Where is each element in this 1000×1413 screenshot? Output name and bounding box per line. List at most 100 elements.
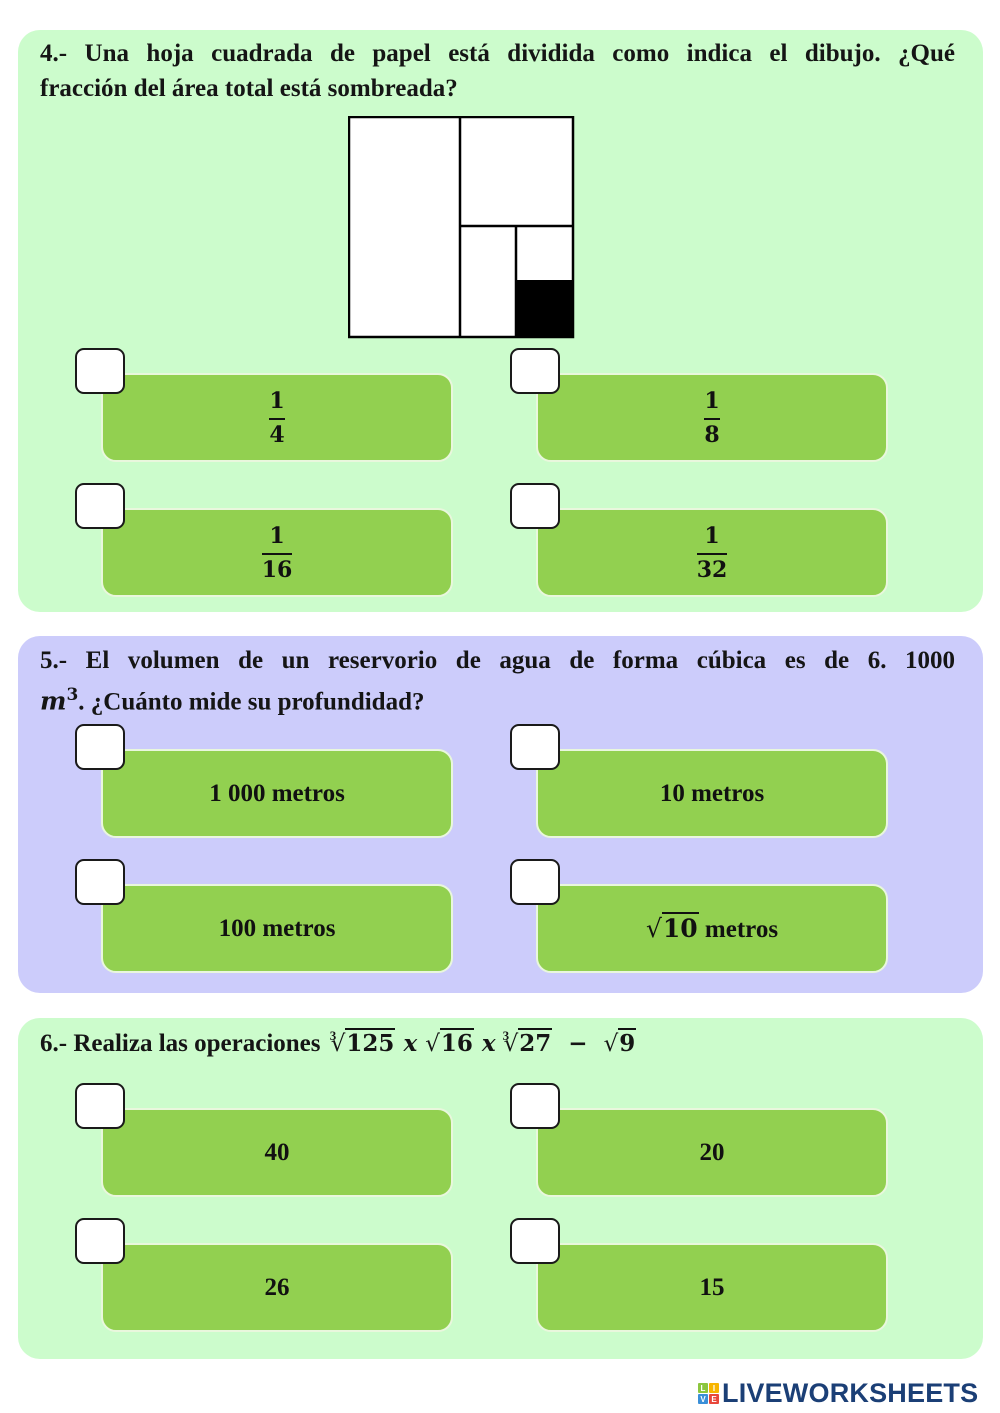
question-number: 4.- (40, 40, 68, 67)
question-number: 5.- (40, 647, 68, 674)
radical-icon: √ (645, 913, 662, 943)
numerator: 1 (269, 387, 285, 414)
liveworksheets-logo: L I V E LIVEWORKSHEETS (698, 1378, 978, 1409)
option-q5-d[interactable]: √10 metros (510, 859, 888, 973)
question-5-text: 5.- El volumen de un reservorio de agua … (40, 643, 955, 719)
fraction: 1 32 (696, 522, 728, 583)
question-4-text: 4.- Una hoja cuadrada de papel está divi… (40, 36, 955, 106)
option-label: √10 metros (645, 911, 779, 944)
square-root: √16 (425, 1026, 474, 1062)
question-line-1: El volumen de un reservorio de agua de f… (85, 647, 956, 674)
option-card[interactable]: 26 (101, 1243, 453, 1332)
answer-checkbox[interactable] (75, 1218, 125, 1264)
answer-checkbox[interactable] (510, 348, 560, 394)
denominator: 4 (269, 421, 285, 448)
square-root: √9 (604, 1026, 637, 1062)
radical-icon: √ (503, 1031, 519, 1057)
operator: x (403, 1030, 418, 1057)
answer-checkbox[interactable] (75, 1083, 125, 1129)
option-card[interactable]: 1 16 (101, 508, 453, 597)
logo-text: LIVEWORKSHEETS (722, 1378, 979, 1408)
radicand: 125 (345, 1028, 396, 1057)
question-line-2: m3. ¿Cuánto mide su profundidad? (40, 678, 955, 719)
question-line-2: fracción del área total está sombreada? (40, 75, 458, 102)
answer-checkbox[interactable] (510, 724, 560, 770)
option-q5-a[interactable]: 1 000 metros (75, 724, 453, 838)
option-label: 15 (699, 1273, 725, 1301)
question-line-2-text: . ¿Cuánto mide su profundidad? (78, 688, 425, 716)
question-6-text: 6.- Realiza las operaciones 3√125 x √16 … (40, 1026, 955, 1062)
question-line-1: Una hoja cuadrada de papel está dividida… (84, 40, 956, 67)
cube-root: 3√27 (503, 1026, 553, 1062)
option-card[interactable]: 1 8 (536, 373, 888, 462)
option-label: 100 metros (218, 914, 336, 942)
answer-checkbox[interactable] (75, 859, 125, 905)
numerator: 1 (704, 522, 720, 549)
option-q4-a[interactable]: 1 4 (75, 348, 453, 462)
option-q6-b[interactable]: 20 (510, 1083, 888, 1197)
expression: 3√125 x √16 x 3√27 − √9 (327, 1028, 637, 1057)
answer-checkbox[interactable] (510, 483, 560, 529)
option-card[interactable]: 40 (101, 1108, 453, 1197)
option-card[interactable]: 1 4 (101, 373, 453, 462)
fraction: 1 8 (704, 388, 720, 448)
option-card[interactable]: 15 (536, 1243, 888, 1332)
fraction: 1 4 (269, 388, 285, 448)
logo-tile: V (698, 1394, 708, 1404)
logo-tile: I (709, 1383, 719, 1393)
option-label: 1 000 metros (209, 779, 345, 807)
logo-tiles-icon: L I V E (698, 1383, 719, 1404)
question-text: Realiza las operaciones (73, 1030, 321, 1057)
answer-checkbox[interactable] (75, 724, 125, 770)
radicand: 9 (618, 1028, 637, 1057)
fraction: 1 16 (261, 522, 293, 583)
option-q4-c[interactable]: 1 16 (75, 483, 453, 597)
answer-checkbox[interactable] (75, 348, 125, 394)
question-6-panel: 6.- Realiza las operaciones 3√125 x √16 … (18, 1018, 983, 1359)
logo-tile: L (698, 1383, 708, 1393)
answer-checkbox[interactable] (75, 483, 125, 529)
denominator: 8 (704, 421, 720, 448)
option-label: 10 metros (659, 779, 765, 807)
radical-icon: √ (425, 1031, 440, 1057)
option-q5-c[interactable]: 100 metros (75, 859, 453, 973)
answer-checkbox[interactable] (510, 1083, 560, 1129)
denominator: 32 (696, 556, 728, 583)
denominator: 16 (261, 556, 293, 583)
option-q5-b[interactable]: 10 metros (510, 724, 888, 838)
numerator: 1 (704, 387, 720, 414)
question-4-panel: 4.- Una hoja cuadrada de papel está divi… (18, 30, 983, 612)
square-root: √10 (645, 911, 699, 944)
shaded-region (516, 281, 573, 337)
option-q6-a[interactable]: 40 (75, 1083, 453, 1197)
option-card[interactable]: 1 32 (536, 508, 888, 597)
answer-checkbox[interactable] (510, 859, 560, 905)
option-q4-b[interactable]: 1 8 (510, 348, 888, 462)
radicand: 10 (661, 911, 699, 943)
operator: − (568, 1030, 588, 1057)
root-index: 3 (502, 1028, 510, 1043)
option-card[interactable]: √10 metros (536, 884, 888, 973)
radicand: 16 (439, 1028, 474, 1057)
radical-icon: √ (330, 1031, 346, 1057)
numerator: 1 (269, 522, 285, 549)
option-card[interactable]: 100 metros (101, 884, 453, 973)
answer-checkbox[interactable] (510, 1218, 560, 1264)
option-label: 40 (264, 1138, 290, 1166)
unit-text: metros (698, 915, 779, 943)
option-label: 20 (699, 1138, 725, 1166)
divided-square-figure (348, 116, 575, 339)
question-5-panel: 5.- El volumen de un reservorio de agua … (18, 636, 983, 993)
root-index: 3 (329, 1028, 337, 1043)
option-q4-d[interactable]: 1 32 (510, 483, 888, 597)
radical-icon: √ (603, 1031, 619, 1057)
unit-exponent: 3 (66, 685, 79, 705)
question-number: 6.- (40, 1030, 68, 1057)
option-q6-c[interactable]: 26 (75, 1218, 453, 1332)
unit-variable: m (40, 686, 67, 716)
option-card[interactable]: 1 000 metros (101, 749, 453, 838)
option-card[interactable]: 20 (536, 1108, 888, 1197)
cube-root: 3√125 (330, 1026, 396, 1062)
option-q6-d[interactable]: 15 (510, 1218, 888, 1332)
option-card[interactable]: 10 metros (536, 749, 888, 838)
